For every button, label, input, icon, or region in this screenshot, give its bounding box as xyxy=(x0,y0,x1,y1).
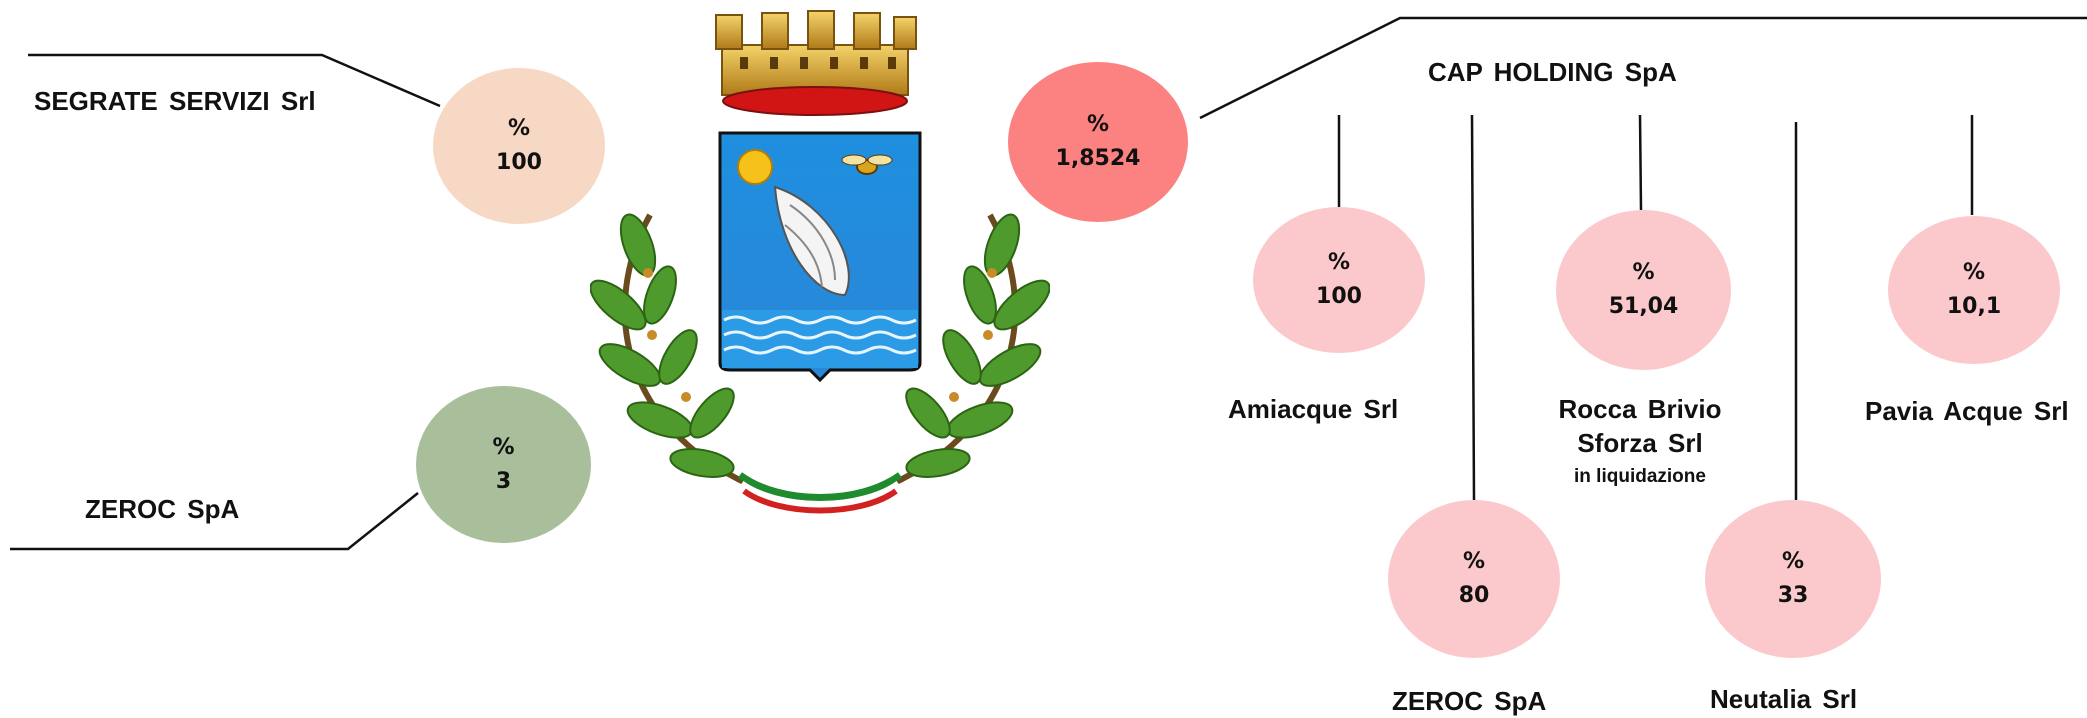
crown-icon xyxy=(715,10,917,116)
amiacque-label: Amiacque Srl xyxy=(1228,394,1399,424)
neutalia-label: Neutalia Srl xyxy=(1710,684,1858,714)
bee-icon xyxy=(841,154,893,175)
amiacque-circle: % 100 xyxy=(1253,207,1425,353)
zeroc-right-connector xyxy=(1470,114,1476,501)
percent-value: 100 xyxy=(496,150,542,175)
pavia-acque-circle: % 10,1 xyxy=(1888,216,2060,364)
rocca-brivio-note: in liquidazione xyxy=(1574,466,1706,487)
zeroc-left-circle: % 3 xyxy=(416,386,591,543)
zeroc-left-label: ZEROC SpA xyxy=(85,494,240,524)
zeroc-subsidiary-label: ZEROC SpA xyxy=(1392,686,1547,716)
percent-value: 100 xyxy=(1316,284,1362,309)
pavia-acque-label: Pavia Acque Srl xyxy=(1865,396,2069,426)
zeroc-left-connector xyxy=(10,492,419,551)
percent-symbol: % xyxy=(492,434,515,460)
percent-value: 80 xyxy=(1458,583,1490,608)
percent-symbol: % xyxy=(1327,250,1351,275)
cap-connector xyxy=(1199,16,2087,120)
sun-icon xyxy=(737,149,773,185)
coat-of-arms-icon xyxy=(590,10,1050,514)
percent-symbol: % xyxy=(1086,112,1110,137)
percent-value: 10,1 xyxy=(1946,294,2002,319)
rocca-brivio-circle: % 51,04 xyxy=(1556,210,1731,370)
segrate-connector xyxy=(28,53,441,108)
percent-symbol: % xyxy=(1462,549,1486,574)
shield-icon xyxy=(718,131,922,383)
zeroc-subsidiary-circle: % 80 xyxy=(1388,500,1560,658)
segrate-servizi-circle: % 100 xyxy=(433,68,605,224)
percent-symbol: % xyxy=(507,116,531,141)
rocca-brivio-name-line1: Rocca Brivio xyxy=(1558,394,1722,424)
wing-icon xyxy=(773,185,850,297)
cap-holding-circle: % 1,8524 xyxy=(1008,62,1188,222)
rocca-connector xyxy=(1638,114,1643,211)
rocca-brivio-label: Rocca Brivio Sforza Srl in liquidazione xyxy=(1540,392,1740,488)
percent-symbol: % xyxy=(1632,260,1655,285)
percent-value: 3 xyxy=(495,468,512,494)
percent-value: 51,04 xyxy=(1608,294,1679,319)
segrate-servizi-label: SEGRATE SERVIZI Srl xyxy=(34,86,316,116)
percent-symbol: % xyxy=(1781,549,1805,574)
laurel-wreath-icon xyxy=(590,213,1050,514)
neutalia-circle: % 33 xyxy=(1705,500,1881,658)
percent-symbol: % xyxy=(1962,260,1986,285)
rocca-brivio-name-line2: Sforza Srl xyxy=(1577,428,1703,458)
cap-holding-label: CAP HOLDING SpA xyxy=(1428,57,1677,87)
percent-value: 33 xyxy=(1777,583,1809,608)
percent-value: 1,8524 xyxy=(1055,146,1141,171)
